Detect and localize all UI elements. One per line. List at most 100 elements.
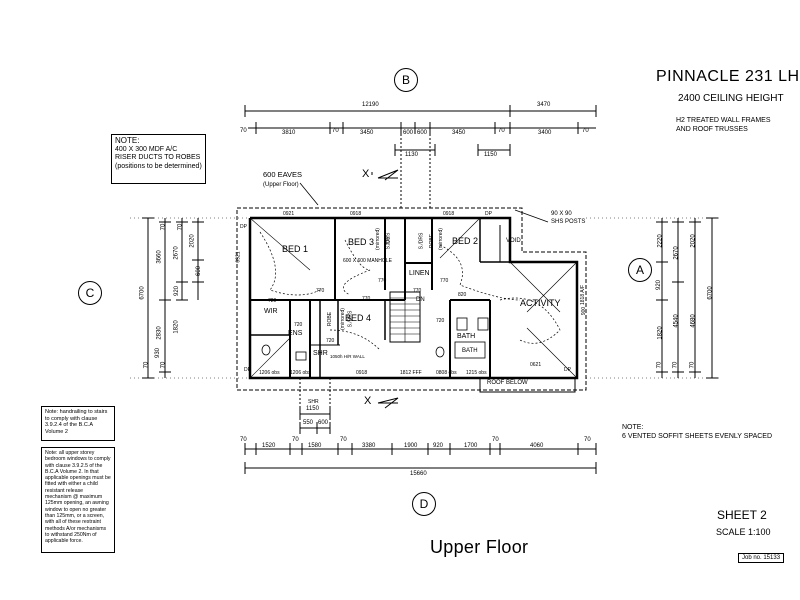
room-ens: ENS (288, 330, 303, 337)
door-720-i: 720 (326, 338, 335, 344)
sheet-number: SHEET 2 (717, 508, 767, 522)
room-wir: WIR (264, 308, 278, 315)
dim-right-70a: 70 (672, 361, 679, 369)
dim-left-2670: 2670 (173, 246, 180, 260)
dim-left-2830: 2830 (156, 326, 163, 340)
dim-bot-1580: 1580 (308, 443, 322, 449)
dim-top-70d: 70 (582, 128, 589, 134)
dim-left-70b: 70 (177, 223, 184, 231)
room-mirrored-3: (mirrored) (437, 228, 444, 250)
frame-note-line1: H2 TREATED WALL FRAMES (676, 117, 771, 124)
door-820-g: 820 (458, 292, 467, 298)
riser-note-l3: RISER DUCTS TO ROBES (115, 154, 201, 161)
dim-left-70c: 70 (143, 361, 150, 369)
room-robe-2: ROBE (429, 233, 436, 249)
dim-top-3810: 3810 (282, 130, 296, 136)
room-robe-1: ROBE (327, 311, 334, 327)
window-1818: 1818 A/F (580, 284, 587, 306)
dim-right-2220: 2220 (657, 234, 664, 248)
door-720-b: 720 (294, 322, 303, 328)
section-marker-c: C (78, 281, 102, 305)
window-1812: 1812 FFF (400, 370, 422, 376)
room-sdrs-2: S./DRS (418, 232, 425, 250)
downpipe-3: DP (244, 367, 251, 373)
dim-bot-70b: 70 (292, 437, 299, 443)
dim-bot-70a: 70 (240, 437, 247, 443)
dim-bot-600: 600 (318, 420, 329, 426)
window-0621: 0621 (530, 362, 542, 368)
dim-right-2020: 2020 (690, 234, 697, 248)
dim-bot-1150: 1150 (306, 406, 319, 412)
dim-left-1820: 1820 (173, 320, 180, 334)
room-mirrored-1: (mirrored) (374, 228, 381, 250)
room-activity: ACTIVITY (520, 298, 561, 308)
job-number: Job no. 15133 (738, 553, 785, 563)
door-770-j: 770 (386, 236, 393, 246)
riser-note-l2: 400 X 300 MDF A/C (115, 145, 178, 153)
room-bath: BATH (457, 333, 476, 340)
window-1206-a: 1206 obs (259, 370, 280, 376)
dim-top-70c: 70 (498, 128, 505, 134)
window-0918-top-b: 0918 (443, 211, 455, 217)
frame-note-line2: AND ROOF TRUSSES (676, 126, 748, 133)
riser-note-l4: (positions to be determined) (115, 162, 202, 170)
manhole-label: 600 X 600 MANHOLE (343, 258, 392, 264)
dim-top-1150: 1150 (484, 152, 497, 158)
dim-bot-shr: SHR (308, 399, 319, 405)
door-720-h: 720 (436, 318, 445, 324)
room-shr: SHR (313, 350, 328, 357)
room-void: VOID (506, 238, 521, 244)
room-roof-below: ROOF BELOW (487, 380, 528, 386)
posts-label: 90 X 90 (551, 211, 572, 217)
dim-left-920: 920 (174, 285, 181, 297)
eaves-label: 600 EAVES (263, 170, 303, 179)
frame-note: H2 TREATED WALL FRAMES AND ROOF TRUSSES (676, 116, 771, 134)
dim-bot-70d: 70 (492, 437, 499, 443)
dim-left-3660: 3660 (156, 250, 163, 264)
dim-right-2670: 2670 (673, 246, 680, 260)
room-mirrored-2: (mirrored) (339, 308, 346, 330)
dim-bot-70c: 70 (340, 437, 347, 443)
window-900: 900 (581, 306, 588, 316)
dim-bot-550: 550 (303, 420, 314, 426)
room-bed1: BED 1 (282, 244, 309, 254)
dim-bot-70e: 70 (584, 437, 591, 443)
dim-bot-920: 920 (433, 443, 444, 449)
section-marker-a: A (628, 258, 652, 282)
door-770-c: 770 (316, 288, 325, 294)
window-0918-top-a: 0918 (350, 211, 362, 217)
dim-bot-1700: 1700 (464, 443, 478, 449)
ceiling-height: 2400 CEILING HEIGHT (678, 93, 784, 104)
dim-bot-overall: 15660 (410, 471, 427, 477)
room-bath-tub: BATH (462, 348, 478, 354)
window-1206-b: 1206 obs (290, 370, 311, 376)
room-sdrs-3: S./DRS (347, 310, 354, 328)
dim-right-70b: 70 (689, 361, 696, 369)
door-720-a: 720 (268, 298, 277, 304)
floor-caption: Upper Floor (430, 537, 529, 557)
room-linen: LINEN (409, 270, 430, 277)
dim-top-3400: 3400 (538, 130, 552, 136)
dim-left-overall: 6700 (139, 286, 146, 300)
window-0921-left: 0921 (235, 251, 242, 263)
hr-wall-label: 1050h H/R WALL (330, 354, 365, 359)
room-dn: DN (416, 297, 425, 303)
posts-sub: SHS POSTS (551, 219, 586, 225)
dim-right-1820: 1820 (657, 326, 664, 340)
dim-bot-4060: 4060 (530, 443, 544, 449)
room-bed3: BED 3 (348, 237, 375, 247)
door-770-d: 770 (378, 278, 387, 284)
riser-note-head: NOTE: (115, 136, 140, 145)
dim-bot-1900: 1900 (404, 443, 418, 449)
dim-left-930: 930 (155, 347, 162, 359)
section-x-bottom: X (364, 395, 372, 407)
dim-left-70d: 70 (160, 361, 167, 369)
scale-label: SCALE 1:100 (716, 527, 771, 537)
downpipe-1: DP (240, 224, 247, 230)
window-restraint-note: Note: all upper storey bedroom windows t… (41, 447, 115, 553)
window-0918-bot: 0918 (356, 370, 368, 376)
section-marker-d: D (412, 492, 436, 516)
dim-top-overall-r: 3470 (537, 102, 551, 108)
downpipe-2: DP (485, 211, 492, 217)
